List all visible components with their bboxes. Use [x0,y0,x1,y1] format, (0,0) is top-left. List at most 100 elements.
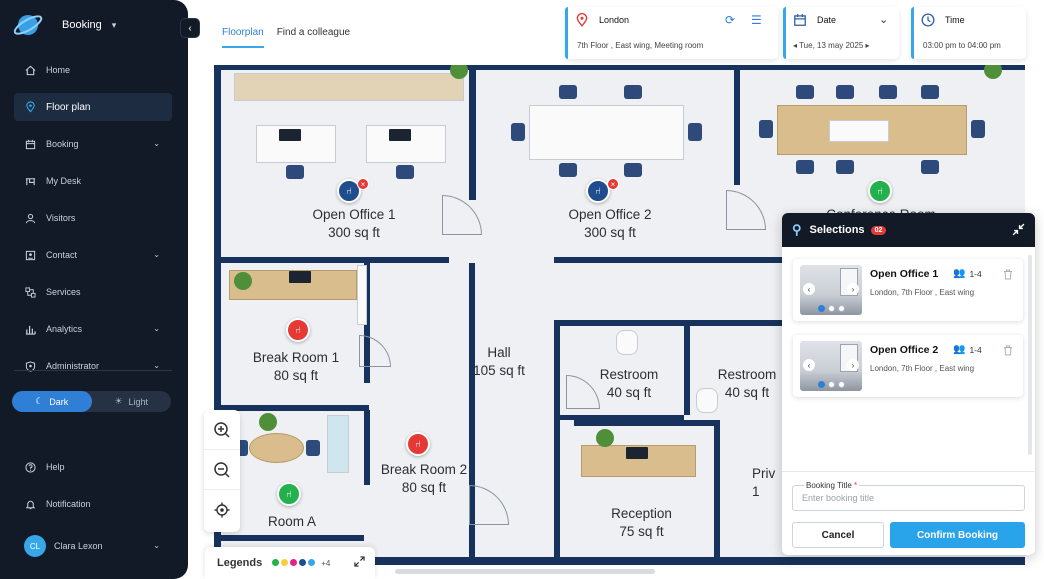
expand-icon[interactable] [354,556,365,570]
sidebar-item-contact[interactable]: Contact ⌄ [14,241,172,269]
room-size: 1 [752,484,760,499]
filter-sliders-icon[interactable]: ☰ [751,13,762,27]
carousel-dot[interactable] [818,305,825,312]
notification-link[interactable]: Notification [24,498,91,510]
wall [364,263,370,383]
sidebar-item-floor-plan[interactable]: Floor plan [14,93,172,121]
time-title: Time [945,15,965,25]
sidebar-item-label: Analytics [46,324,83,334]
trash-icon[interactable] [1003,343,1013,361]
filter-accent [565,7,568,59]
capacity: 👥1-4 [953,344,982,355]
sidebar-item-services[interactable]: Services [14,278,172,306]
chair [624,85,642,99]
collapse-icon[interactable] [1012,223,1025,239]
chevron-right-icon[interactable]: › [847,359,859,371]
time-value: 03:00 pm to 04:00 pm [923,41,1001,50]
wall [364,410,370,485]
legends-title: Legends [217,557,263,569]
cancel-button[interactable]: Cancel [792,522,884,548]
sidebar-item-label: Contact [46,250,78,260]
refresh-icon[interactable]: ⟳ [725,13,736,27]
chevron-right-icon[interactable]: › [847,283,859,295]
prev-day-icon[interactable]: ◂ [793,41,798,50]
next-day-icon[interactable]: ▸ [865,41,870,50]
time-filter[interactable]: Time 03:00 pm to 04:00 pm [911,7,1026,59]
filter-accent [911,7,914,59]
sun-icon: ☀ [114,396,123,406]
chair [921,160,939,174]
calendar-icon [24,138,36,150]
chevron-left-icon[interactable]: ‹ [803,359,815,371]
plant [259,413,277,431]
selection-card[interactable]: ‹ › Open Office 1 👥1-4 London, 7th Floor… [793,259,1023,321]
room-label-break-room-2: Break Room 2 80 sq ft [369,461,479,497]
sidebar-item-label: Home [46,65,71,75]
legend-color-dot [299,559,307,566]
room-size: 40 sq ft [606,385,652,400]
carousel-dot[interactable] [828,381,835,388]
trash-icon[interactable] [1003,267,1013,285]
sidebar-item-analytics[interactable]: Analytics ⌄ [14,315,172,343]
clock-icon [921,13,935,27]
chevron-down-icon[interactable]: ⌄ [879,14,889,26]
confirm-booking-button[interactable]: Confirm Booking [890,522,1025,548]
panel-scrollbar[interactable] [1028,255,1032,455]
date-filter[interactable]: Date ⌄ ◂ Tue, 13 may 2025 ▸ [783,7,899,59]
theme-dark-label: Dark [49,396,69,407]
chair [796,85,814,99]
selection-card[interactable]: ‹ › Open Office 2 👥1-4 London, 7th Floor… [793,335,1023,397]
brand-switcher[interactable]: Booking ▾ [12,9,177,41]
room-name: Restroom [599,367,659,382]
help-link[interactable]: Help [24,461,65,473]
person-icon [24,212,36,224]
location-pin-icon [24,101,36,113]
theme-dark-option[interactable]: ☾ Dark [12,391,92,412]
carousel-dot[interactable] [838,381,845,388]
room-pin-break-room-2[interactable]: ⑁ [406,432,430,456]
people-icon: 👥 [953,268,966,279]
zoom-in-button[interactable] [204,410,240,450]
legends-bar[interactable]: Legends +4 [205,547,375,579]
chair [836,85,854,99]
chevron-left-icon[interactable]: ‹ [803,283,815,295]
carousel-dot[interactable] [828,305,835,312]
recenter-button[interactable] [204,490,240,530]
carousel-dot[interactable] [838,305,845,312]
sidebar-collapse-button[interactable]: ‹ [180,18,200,38]
carousel-dot[interactable] [818,381,825,388]
theme-light-option[interactable]: ☀ Light [92,391,172,412]
chair [511,123,525,141]
sidebar-item-home[interactable]: Home [14,56,172,84]
room-pin-room-a[interactable]: ⑁ [277,482,301,506]
tab-floorplan[interactable]: Floorplan [222,27,264,48]
sidebar-item-booking[interactable]: Booking ⌄ [14,130,172,158]
chevron-down-icon: ⌄ [153,250,160,259]
people-icon: 👥 [953,344,966,355]
room-pin-break-room-1[interactable]: ⑁ [286,318,310,342]
wall [554,320,560,565]
chair [286,165,304,179]
wall [560,415,684,420]
wall [554,257,784,263]
zoom-out-button[interactable] [204,450,240,490]
tab-find-a-colleague[interactable]: Find a colleague [276,27,351,38]
horizontal-scrollbar[interactable] [395,569,655,574]
sidebar-item-administrator[interactable]: Administrator ⌄ [14,352,172,380]
wall [469,263,475,563]
chair [796,160,814,174]
bell-icon [24,498,36,510]
location-filter[interactable]: London 7th Floor , East wing, Meeting ro… [565,7,778,59]
chair [559,163,577,177]
user-menu[interactable]: CL Clara Lexon ⌄ [24,535,164,557]
room-name: Open Office 1 [312,207,396,222]
sidebar-item-my-desk[interactable]: My Desk [14,167,172,195]
room-pin-open-office-2[interactable]: ⑁ [586,179,610,203]
help-label: Help [46,462,65,472]
sidebar-item-visitors[interactable]: Visitors [14,204,172,232]
chair [879,85,897,99]
chair [921,85,939,99]
door [359,335,391,367]
room-pin-conference[interactable]: ⑁ [868,179,892,203]
plant [450,65,468,79]
